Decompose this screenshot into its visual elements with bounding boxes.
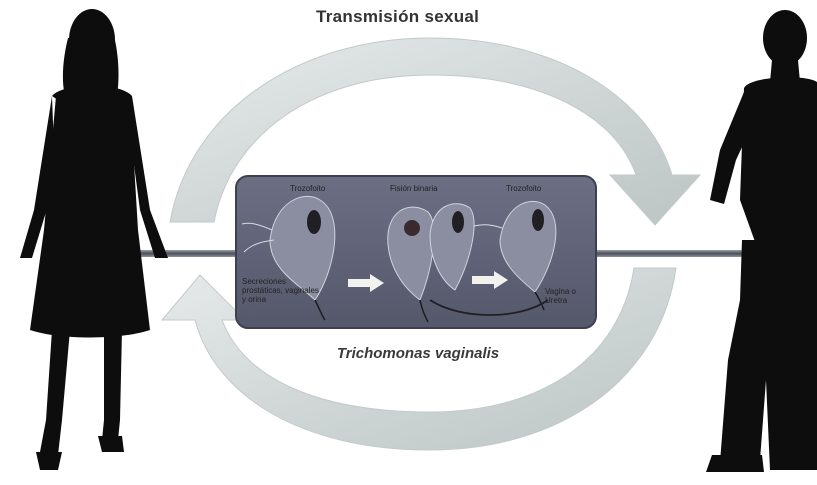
female-silhouette <box>20 9 168 470</box>
stage-label-binary-fission: Fisión binaria <box>390 184 438 193</box>
stage-label-trophozoite-right: Trozofoito <box>506 184 541 193</box>
stage-label-trophozoite-left: Trozofoito <box>290 184 325 193</box>
label-secretions: Secreciones prostáticas, vaginales y ori… <box>242 277 322 304</box>
label-vagina-uretra: Vagina o Uretra <box>545 287 585 305</box>
organism-name: Trichomonas vaginalis <box>318 345 518 362</box>
diagram-title: Transmisión sexual <box>316 7 546 27</box>
male-silhouette <box>706 10 817 472</box>
